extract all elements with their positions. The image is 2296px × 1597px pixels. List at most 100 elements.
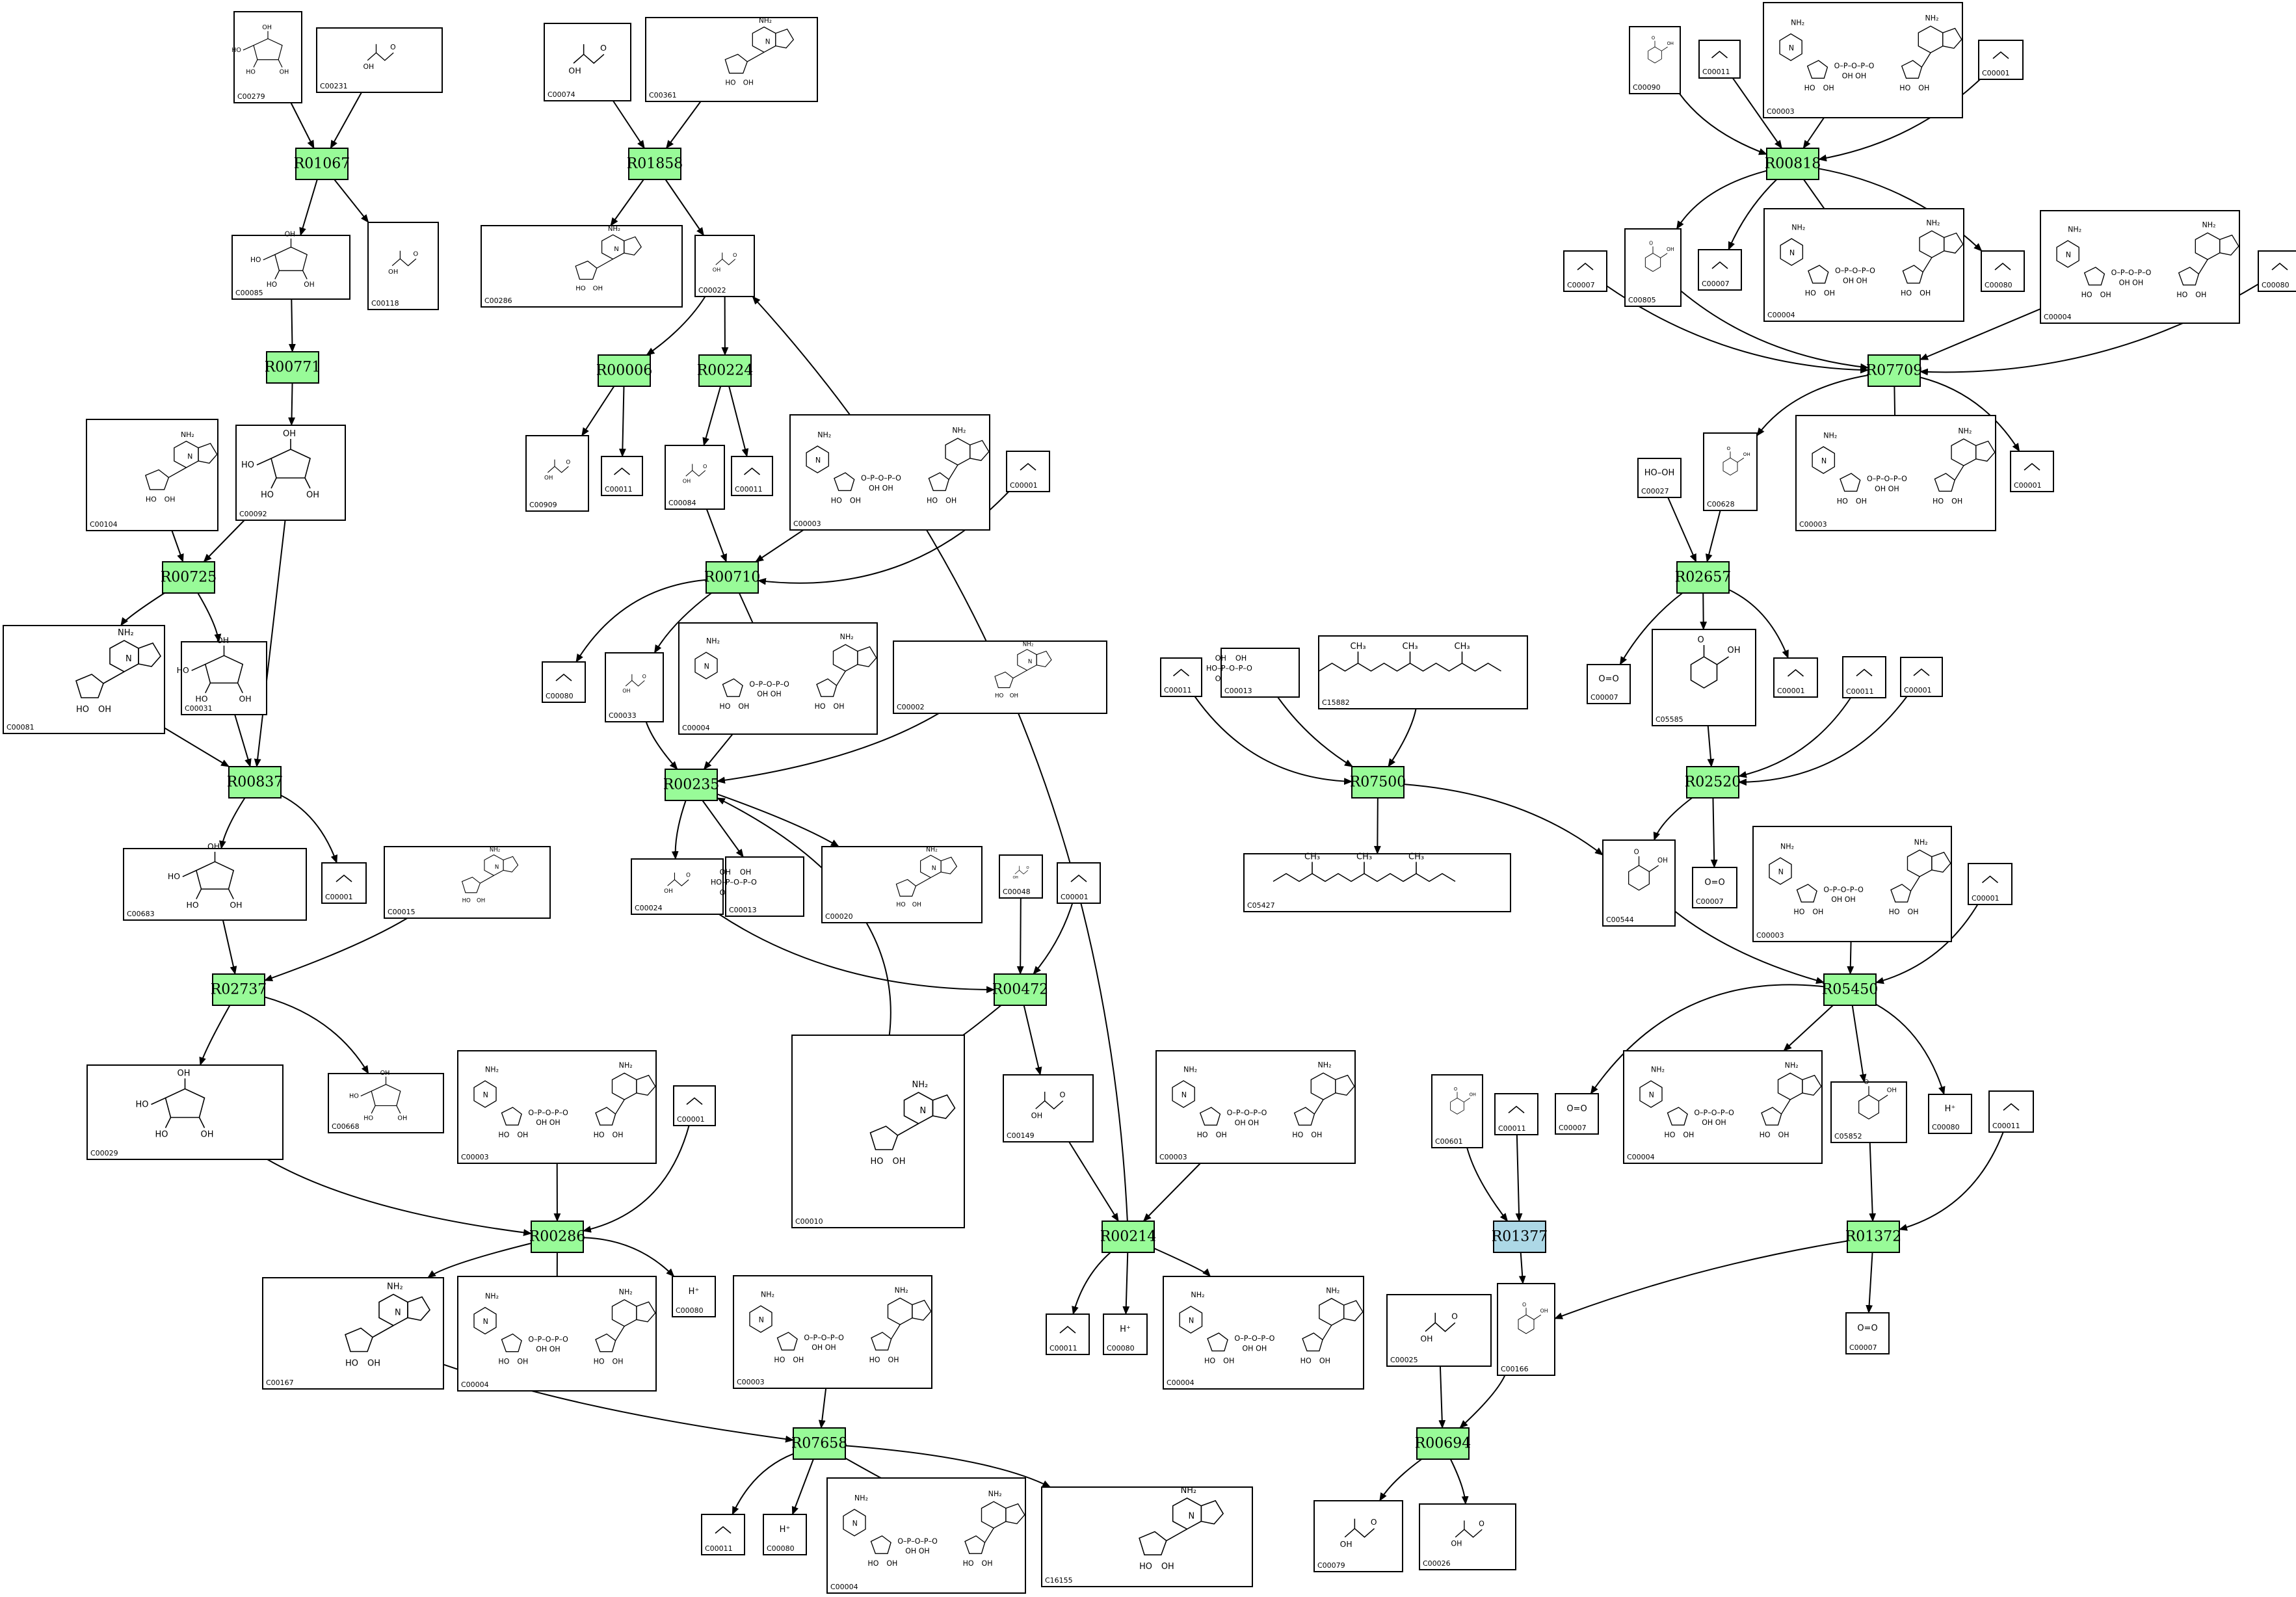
compound-node[interactable]: H⁺C00080 (672, 1276, 716, 1317)
compound-node[interactable]: C00004 (678, 622, 878, 735)
reaction-node[interactable]: R02520 (1685, 766, 1741, 798)
reaction-node[interactable]: R01377 (1492, 1221, 1548, 1253)
reaction-node[interactable]: R00472 (992, 973, 1049, 1006)
compound-node[interactable]: C00003 (733, 1275, 932, 1389)
compound-node[interactable]: C00033 (605, 652, 664, 722)
compound-node[interactable]: C00805 (1624, 228, 1682, 307)
compound-node[interactable]: C00004 (1623, 1050, 1823, 1164)
reaction-node[interactable]: R00771 (265, 351, 321, 384)
reaction-node[interactable]: R02737 (211, 973, 267, 1006)
compound-node[interactable]: C00011 (1494, 1093, 1538, 1135)
compound-node[interactable]: C05585 (1652, 629, 1756, 726)
compound-node[interactable]: C00001 (1006, 451, 1050, 492)
reaction-node[interactable]: R00818 (1765, 148, 1821, 180)
reaction-node[interactable]: R00286 (529, 1221, 586, 1253)
compound-node[interactable]: C00361 (645, 16, 818, 102)
compound-node[interactable]: C00231 (316, 27, 443, 93)
compound-node[interactable]: C00004 (1763, 208, 1964, 322)
reaction-node[interactable]: R00006 (596, 354, 653, 387)
compound-node[interactable]: C00004 (1163, 1276, 1364, 1390)
compound-node[interactable]: C05852 (1830, 1078, 1907, 1143)
reaction-node[interactable]: R07658 (791, 1427, 848, 1460)
compound-node[interactable]: C00074 (544, 23, 631, 101)
reaction-node[interactable]: R01858 (627, 148, 683, 180)
compound-node[interactable]: C00011 (1046, 1313, 1090, 1355)
compound-node[interactable]: C00166 (1497, 1283, 1555, 1376)
reaction-node[interactable]: R00235 (663, 769, 720, 801)
compound-node[interactable]: C00080 (542, 661, 586, 703)
compound-node[interactable]: C00011 (701, 1514, 745, 1555)
compound-node[interactable]: C00004 (826, 1477, 1026, 1594)
compound-node[interactable]: C00011 (1698, 40, 1741, 79)
compound-node[interactable]: C00001 (321, 862, 367, 904)
compound-node[interactable]: C00011 (1160, 657, 1202, 697)
compound-node[interactable]: C00026 (1419, 1503, 1516, 1570)
compound-node[interactable]: C00004 (2040, 210, 2240, 324)
compound-node[interactable]: C16155 (1041, 1485, 1253, 1587)
compound-node[interactable]: C00683 (123, 841, 307, 921)
reaction-node[interactable]: R01067 (294, 148, 350, 180)
compound-node[interactable]: C00022 (694, 235, 755, 297)
reaction-node[interactable]: R00214 (1100, 1221, 1157, 1253)
reaction-node[interactable]: R00837 (227, 766, 284, 798)
compound-node[interactable]: C00048 (999, 854, 1043, 899)
compound-node[interactable]: C00080 (2258, 250, 2296, 292)
reaction-node[interactable]: R07500 (1350, 766, 1406, 798)
compound-node[interactable]: C00029 (86, 1064, 284, 1160)
compound-node[interactable]: C00004 (457, 1276, 657, 1392)
compound-node[interactable]: C00079 (1313, 1500, 1403, 1572)
reaction-node[interactable]: R05450 (1822, 973, 1879, 1006)
compound-node[interactable]: C00013 (1206, 648, 1300, 698)
reaction-node[interactable]: R00725 (161, 561, 217, 594)
compound-node[interactable]: C00149 (1003, 1074, 1094, 1142)
compound-node[interactable]: C00024 (631, 858, 724, 915)
compound-node[interactable]: C00279 (231, 11, 302, 103)
compound-node[interactable]: C00104 (86, 419, 218, 531)
compound-node[interactable]: H⁺C00080 (1103, 1313, 1148, 1355)
compound-node[interactable]: C00090 (1629, 26, 1681, 94)
reaction-node[interactable]: R07709 (1866, 354, 1923, 387)
compound-node[interactable]: C00003 (457, 1050, 657, 1164)
compound-node[interactable]: C15882 (1318, 635, 1528, 709)
compound-node[interactable]: C00001 (1773, 657, 1818, 698)
compound-node[interactable]: C00167 (262, 1277, 444, 1390)
reaction-node[interactable]: R00224 (697, 354, 754, 387)
compound-node[interactable]: H⁺C00080 (763, 1514, 807, 1555)
compound-node[interactable]: C00001 (1057, 862, 1101, 904)
compound-node[interactable]: C00628 (1703, 432, 1758, 511)
compound-node[interactable]: C00025 (1386, 1294, 1492, 1367)
compound-node[interactable]: C00001 (673, 1085, 716, 1126)
reaction-node[interactable]: R00710 (704, 561, 761, 594)
compound-node[interactable]: C00031 (176, 635, 267, 715)
compound-node[interactable]: C00001 (2010, 451, 2054, 492)
compound-node[interactable]: H⁺C00080 (1928, 1094, 1972, 1134)
compound-node[interactable]: C00003 (1795, 415, 1996, 531)
compound-node[interactable]: C00011 (731, 456, 773, 496)
reaction-node[interactable]: R00694 (1415, 1427, 1471, 1460)
compound-node[interactable]: C00118 (367, 222, 439, 310)
compound-node[interactable]: C00080 (1981, 250, 2025, 292)
compound-node[interactable]: C00020 (821, 846, 983, 923)
reaction-node[interactable]: R01372 (1845, 1221, 1902, 1253)
compound-node[interactable]: C00003 (1752, 826, 1952, 942)
compound-node[interactable]: C00001 (1968, 863, 2012, 905)
compound-node[interactable]: C00010 (791, 1035, 965, 1228)
compound-node[interactable]: C00668 (328, 1069, 444, 1133)
compound-node[interactable]: C00085 (231, 229, 350, 300)
compound-node[interactable]: C00003 (1155, 1050, 1356, 1164)
compound-node[interactable]: C00286 (481, 225, 683, 308)
compound-node[interactable]: C00909 (525, 435, 589, 512)
compound-node[interactable]: C00001 (1900, 657, 1943, 697)
compound-node[interactable]: C00081 (3, 625, 165, 734)
compound-node[interactable]: C00013 (710, 856, 804, 917)
compound-node[interactable]: C00003 (1763, 2, 1963, 118)
compound-node[interactable]: C00011 (1842, 656, 1886, 698)
compound-node[interactable]: C00001 (1978, 40, 2024, 80)
compound-node[interactable]: C00003 (789, 414, 990, 531)
compound-node[interactable]: C00015 (384, 846, 551, 919)
